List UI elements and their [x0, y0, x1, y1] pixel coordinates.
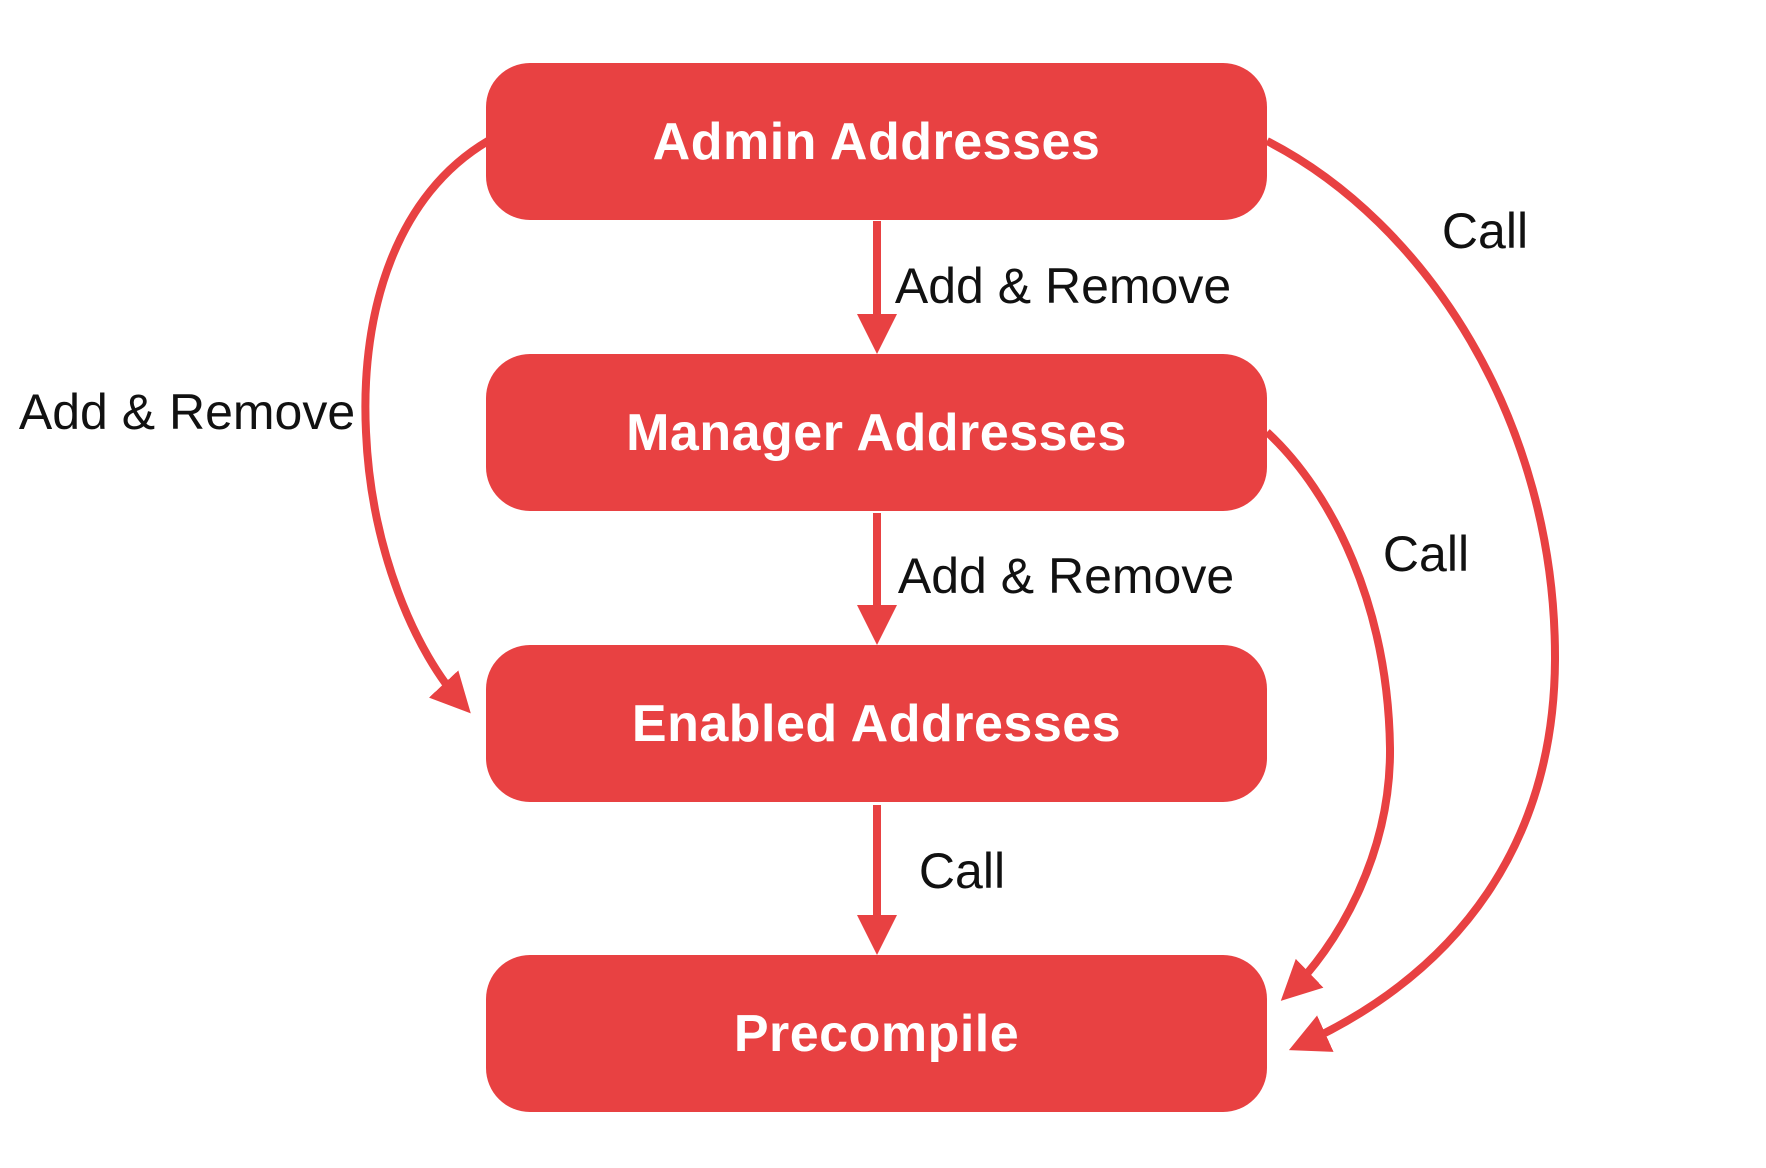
edge-label-admin-enabled: Add & Remove — [18, 384, 356, 440]
node-admin-addresses: Admin Addresses — [486, 63, 1267, 220]
edge-label-enabled-precompile: Call — [918, 843, 1006, 899]
node-precompile: Precompile — [486, 955, 1267, 1112]
node-enabled-addresses: Enabled Addresses — [486, 645, 1267, 802]
edge-label-manager-precompile: Call — [1382, 526, 1470, 582]
node-precompile-label: Precompile — [733, 1004, 1020, 1063]
edge-manager-to-precompile — [1264, 429, 1395, 1001]
edge-admin-to-enabled — [361, 137, 491, 714]
edge-label-admin-manager: Add & Remove — [894, 258, 1232, 314]
edge-admin-to-precompile — [1265, 137, 1560, 1052]
node-admin-addresses-label: Admin Addresses — [652, 112, 1101, 171]
node-enabled-addresses-label: Enabled Addresses — [631, 694, 1122, 753]
node-manager-addresses: Manager Addresses — [486, 354, 1267, 511]
edge-label-admin-precompile: Call — [1441, 203, 1529, 259]
edge-label-manager-enabled: Add & Remove — [897, 548, 1235, 604]
node-manager-addresses-label: Manager Addresses — [626, 403, 1127, 462]
